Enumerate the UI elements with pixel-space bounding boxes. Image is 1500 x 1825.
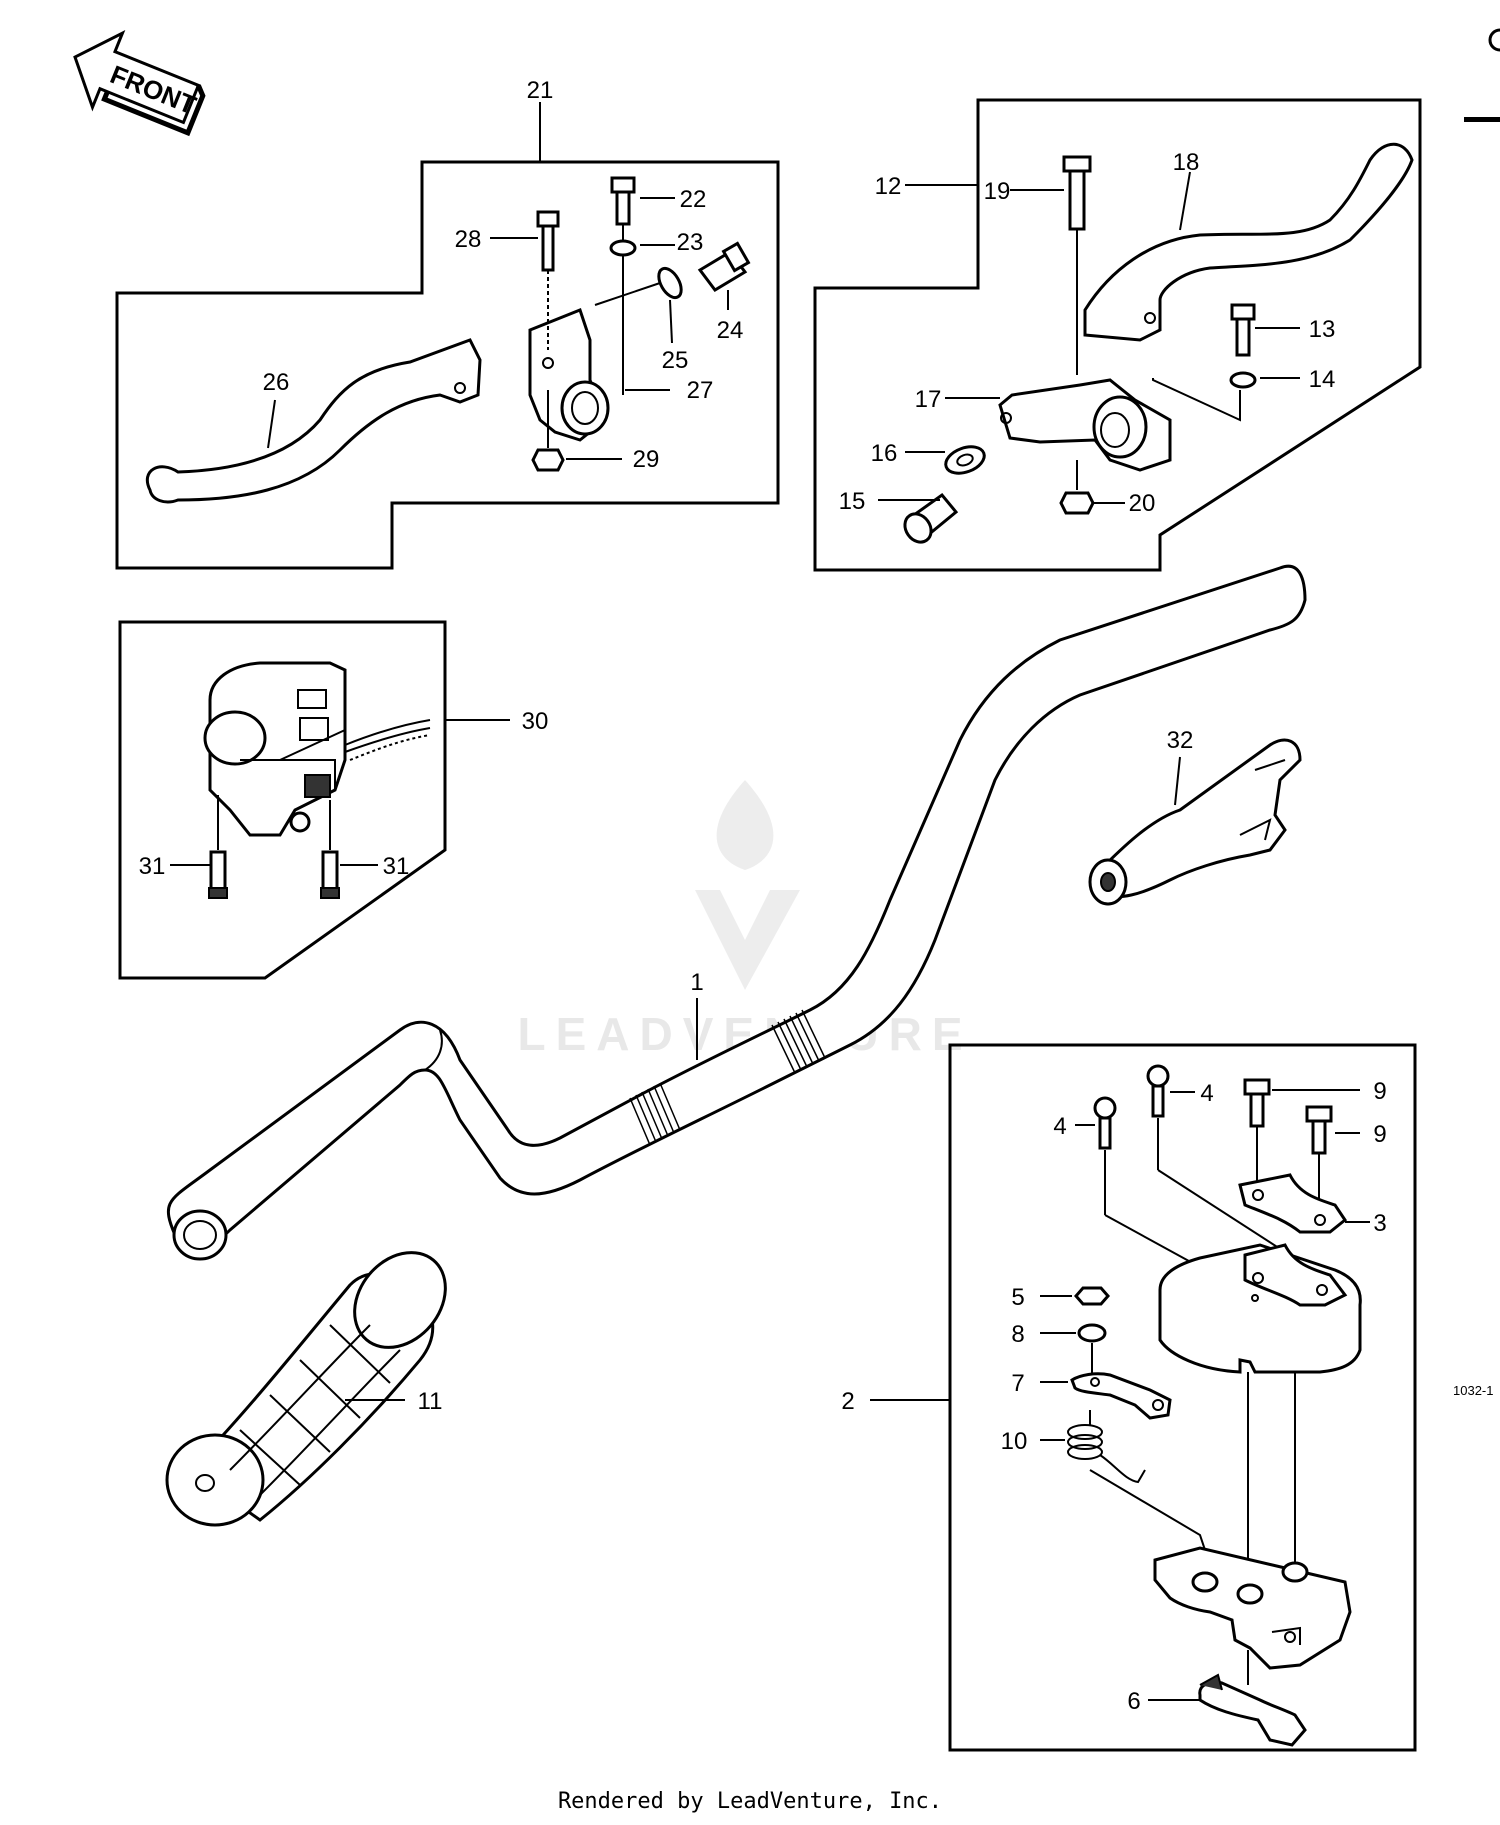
lower-throttle-case-part bbox=[1153, 1546, 1352, 1670]
callout-9-bottom: 9 bbox=[1373, 1121, 1386, 1148]
box-21-outline bbox=[115, 160, 780, 570]
callout-4-right: 4 bbox=[1200, 1080, 1213, 1107]
group-brake-lever-assembly: 12 19 18 13 14 17 16 bbox=[813, 98, 1422, 572]
grip-part: 11 bbox=[165, 1251, 447, 1527]
throttle-lever-6-part bbox=[1198, 1680, 1307, 1747]
callout-27: 27 bbox=[687, 377, 714, 404]
callout-8: 8 bbox=[1011, 1321, 1024, 1348]
box-12-outline bbox=[813, 98, 1422, 572]
callout-11: 11 bbox=[418, 1388, 443, 1415]
callout-3: 3 bbox=[1373, 1210, 1386, 1237]
callout-23: 23 bbox=[677, 229, 704, 256]
callout-1: 1 bbox=[690, 969, 703, 996]
callout-24: 24 bbox=[717, 317, 744, 344]
plate-7-part bbox=[1070, 1372, 1172, 1420]
callout-9-top: 9 bbox=[1373, 1078, 1386, 1105]
callout-17: 17 bbox=[915, 386, 942, 413]
watermark-v-icon bbox=[695, 890, 800, 990]
footer-credit: Rendered by LeadVenture, Inc. bbox=[558, 1789, 942, 1814]
callout-5: 5 bbox=[1011, 1284, 1024, 1311]
callout-4-left: 4 bbox=[1053, 1113, 1066, 1140]
box-2-outline bbox=[948, 1043, 1417, 1752]
callout-16: 16 bbox=[871, 440, 898, 467]
box-30-outline bbox=[118, 620, 447, 980]
callout-12: 12 bbox=[875, 173, 902, 200]
callout-31-left: 31 bbox=[139, 853, 166, 880]
side-code: 1032-1 bbox=[1453, 1383, 1493, 1398]
clamp-3-part bbox=[1238, 1173, 1348, 1234]
watermark-flame-icon bbox=[716, 780, 774, 870]
callout-22: 22 bbox=[680, 186, 707, 213]
handlebar-part: 1 bbox=[166, 564, 1307, 1261]
callout-19: 19 bbox=[984, 178, 1011, 205]
callout-7: 7 bbox=[1011, 1370, 1024, 1397]
edge-mark bbox=[1464, 117, 1500, 122]
callout-26: 26 bbox=[263, 369, 290, 396]
callout-30: 30 bbox=[522, 708, 549, 735]
callout-32: 32 bbox=[1167, 727, 1194, 754]
front-arrow-icon: FRONT bbox=[73, 29, 206, 137]
callout-28: 28 bbox=[455, 226, 482, 253]
callout-10: 10 bbox=[1001, 1428, 1028, 1455]
callout-31-right: 31 bbox=[383, 853, 410, 880]
edge-mark-arc bbox=[1488, 28, 1500, 52]
callout-2: 2 bbox=[841, 1388, 854, 1415]
callout-6: 6 bbox=[1127, 1688, 1140, 1715]
callout-14: 14 bbox=[1309, 366, 1336, 393]
callout-18: 18 bbox=[1173, 149, 1200, 176]
nut-5-part bbox=[1074, 1286, 1110, 1306]
spring-10-part bbox=[1067, 1410, 1146, 1484]
callout-25: 25 bbox=[662, 347, 689, 374]
callout-13: 13 bbox=[1309, 316, 1336, 343]
brake-lever-part bbox=[1083, 142, 1414, 342]
group-switch-assembly: 30 31 31 bbox=[118, 620, 549, 980]
lever-cover-part: 32 bbox=[1088, 727, 1302, 906]
nut-29-part bbox=[531, 448, 565, 472]
nut-20-part bbox=[1059, 491, 1095, 515]
clutch-lever-part bbox=[145, 338, 482, 504]
callout-15: 15 bbox=[839, 488, 866, 515]
callout-29: 29 bbox=[633, 446, 660, 473]
callout-20: 20 bbox=[1129, 490, 1156, 517]
group-throttle-case-assembly: 2 4 4 9 9 3 bbox=[841, 1043, 1417, 1752]
callout-21: 21 bbox=[527, 77, 554, 104]
group-clutch-lever-assembly: 21 26 28 22 23 25 24 bbox=[115, 77, 780, 570]
